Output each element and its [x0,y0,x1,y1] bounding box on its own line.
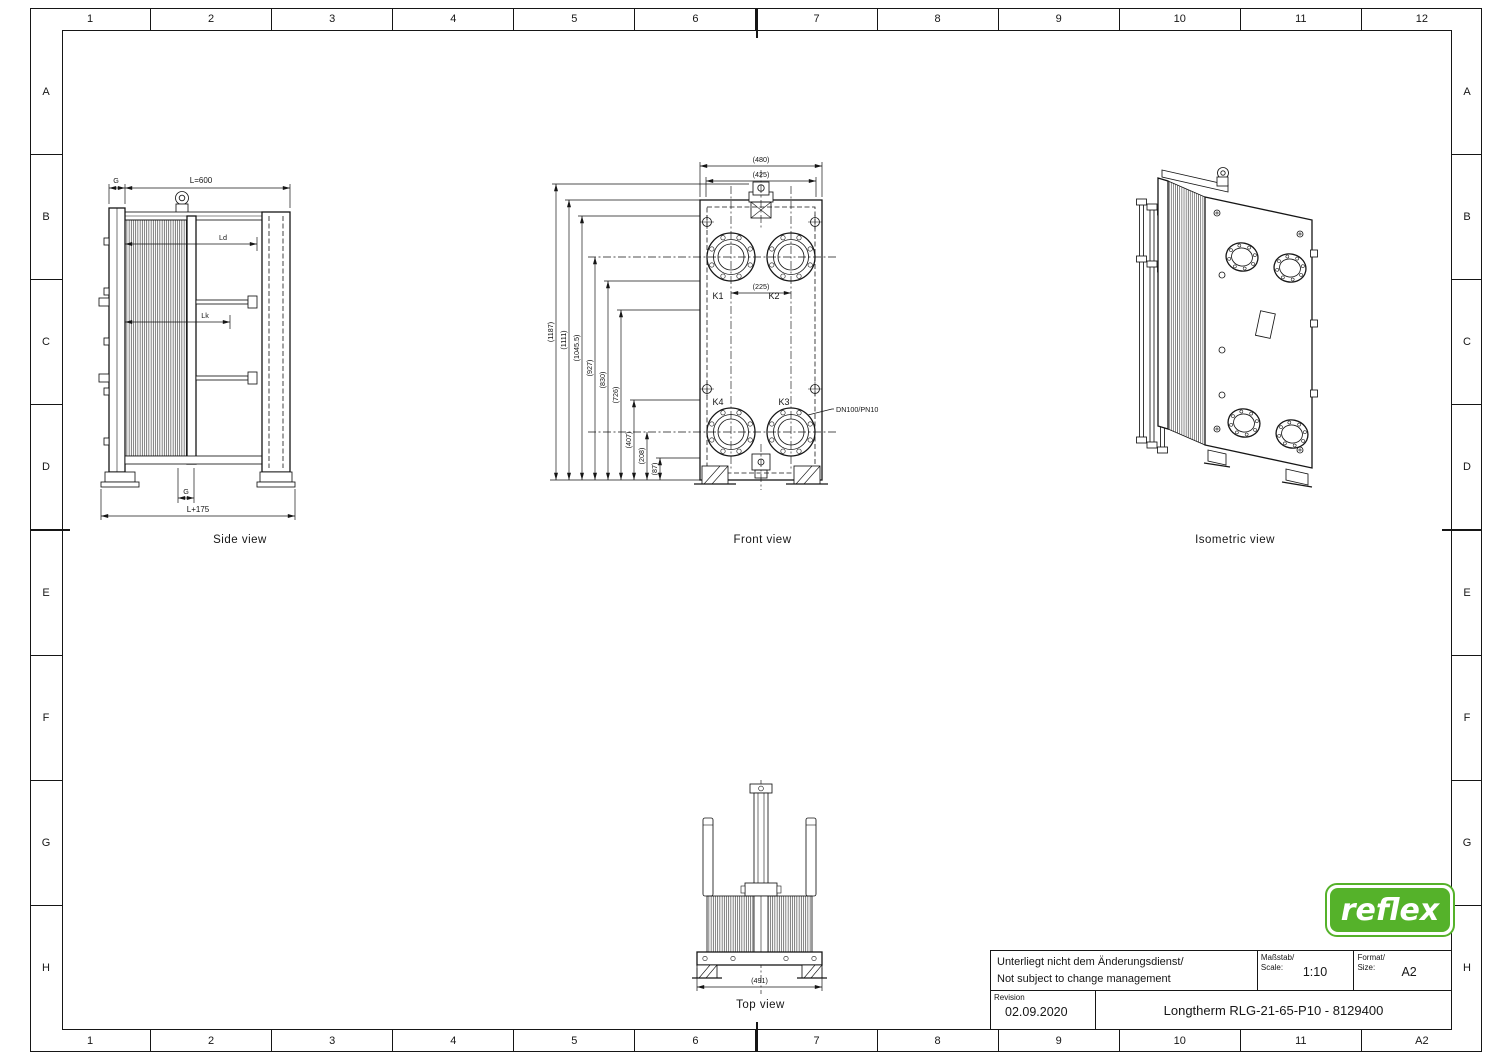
grid-col-label: 4 [392,1030,513,1052]
scale-value: 1:10 [1302,965,1328,979]
top-dim-width-label: (491) [751,976,768,985]
side-view-drawing: G L=600 [98,176,296,520]
top-view-drawing: (491) [692,780,827,994]
grid-col-label: 11 [1239,1030,1361,1052]
grid-row-label: D [1452,404,1482,529]
grid-row-label: H [1452,904,1482,1030]
grid-col-label: 7 [755,1030,876,1052]
reflex-logo-text: reflex [1340,892,1440,928]
connection-note-label: DN100/PN10 [836,405,878,414]
side-view-label: Side view [213,534,267,546]
grid-col-label: 8 [876,1030,998,1052]
note-line-de: Unterliegt nicht dem Änderungsdienst/ [997,956,1184,968]
reflex-logo-box: reflex [1330,888,1450,932]
grid-col-label: 6 [634,1030,755,1052]
grid-row-label: G [1452,779,1482,905]
top-view-label: Top view [736,999,785,1011]
port-k4-label: K4 [712,397,723,407]
front-view-label: Front view [733,534,792,546]
port-k3-label: K3 [778,397,789,407]
format-value: A2 [1401,965,1417,979]
grid-col-label: 1 [86,1035,94,1047]
grid-col-label: 8 [876,8,998,30]
grid-row-label: C [1452,279,1482,404]
revision-date: 02.09.2020 [1005,1005,1068,1019]
drawing-title: Longtherm RLG-21-65-P10 - 8129400 [1163,1002,1384,1018]
front-dim-width-outer-label: (480) [753,155,770,164]
format-label-en: Size: [1357,963,1376,973]
front-dim-height-label: (1187) [546,322,555,342]
grid-row-label: D [30,404,62,529]
side-dim-g-bottom-label: G [183,487,189,496]
grid-row-label: E [1452,529,1482,655]
center-mark-bottom [756,1022,758,1052]
front-view-drawing: (480) (425) (1187) (1111) (1045.5) (927)… [546,155,878,490]
front-dim-height-label: (407) [624,432,633,449]
title-block: Unterliegt nicht dem Änderungsdienst/ No… [990,950,1452,1030]
grid-col-label: 2 [150,1030,271,1052]
front-dim-height-label: (726) [611,387,620,404]
front-dim-height-label: (87) [650,463,659,476]
grid-band-left: A B C D E F G H [30,30,62,1030]
center-mark-left [30,529,70,531]
side-dim-total-label: L+175 [187,505,210,514]
grid-col-label: 10 [1118,8,1240,30]
grid-col-label: 12 [1360,8,1482,30]
scale-cell: Maßstab/ Scale: 1:10 [1258,951,1355,990]
side-dim-g-top-label: G [113,176,119,185]
front-dim-height-label: (208) [637,448,646,465]
format-cell: Format/ Size: A2 [1354,951,1451,990]
grid-row-label: G [30,779,62,905]
side-dim-lk-label: Lk [201,311,209,320]
grid-col-label: 11 [1239,8,1361,30]
side-dim-length-label: L=600 [190,176,213,185]
scale-label-en: Scale: [1260,963,1284,973]
front-dim-port-span-label: (225) [753,282,770,291]
grid-row-label: A [42,86,50,99]
grid-band-bottom: 1 2 3 4 5 6 7 8 9 10 11 A2 [30,1030,1482,1052]
grid-row-label: F [1452,654,1482,780]
grid-col-label: 7 [755,8,876,30]
center-mark-top [756,8,758,38]
front-dim-height-label: (830) [598,372,607,389]
grid-col-label: 10 [1118,1030,1240,1052]
isometric-view-label: Isometric view [1195,534,1275,546]
isometric-view-drawing [1136,167,1318,488]
grid-format-corner-label: A2 [1360,1030,1482,1052]
port-k2-label: K2 [768,291,779,301]
center-mark-right [1442,529,1482,531]
grid-row-label: H [30,904,62,1030]
grid-col-label: 3 [271,8,392,30]
note-line-en: Not subject to change management [997,972,1171,985]
grid-col-label: 9 [997,1030,1119,1052]
front-dim-height-label: (927) [585,360,594,377]
revision-label: Revision [994,993,1025,1002]
grid-col-label: 3 [271,1030,392,1052]
front-dim-height-label: (1045.5) [572,335,581,362]
grid-row-label: B [30,154,62,279]
grid-band-right: A B C D E F G H [1452,30,1482,1030]
reflex-logo: reflex [1325,883,1455,937]
revision-cell: Revision 02.09.2020 [991,991,1096,1029]
grid-col-label: 9 [997,8,1119,30]
grid-col-label: 5 [513,1030,634,1052]
grid-col-label: 6 [634,8,755,30]
scale-label-de: Maßstab/ [1260,953,1295,962]
grid-col-label: 5 [513,8,634,30]
port-k1-label: K1 [712,291,723,301]
grid-row-label: B [1452,154,1482,279]
grid-col-label: 2 [150,8,271,30]
grid-band-top: 1 2 3 4 5 6 7 8 9 10 11 12 [30,8,1482,30]
format-label-de: Format/ [1357,953,1385,962]
grid-row-label: F [30,654,62,780]
grid-col-label: 1 [86,13,94,25]
front-dim-height-label: (1111) [559,330,568,349]
change-management-note: Unterliegt nicht dem Änderungsdienst/ No… [991,951,1258,990]
grid-row-label: C [30,279,62,404]
grid-row-label: A [1463,86,1471,99]
side-dim-ld-label: Ld [219,233,227,242]
grid-col-label: 4 [392,8,513,30]
grid-row-label: E [30,529,62,655]
